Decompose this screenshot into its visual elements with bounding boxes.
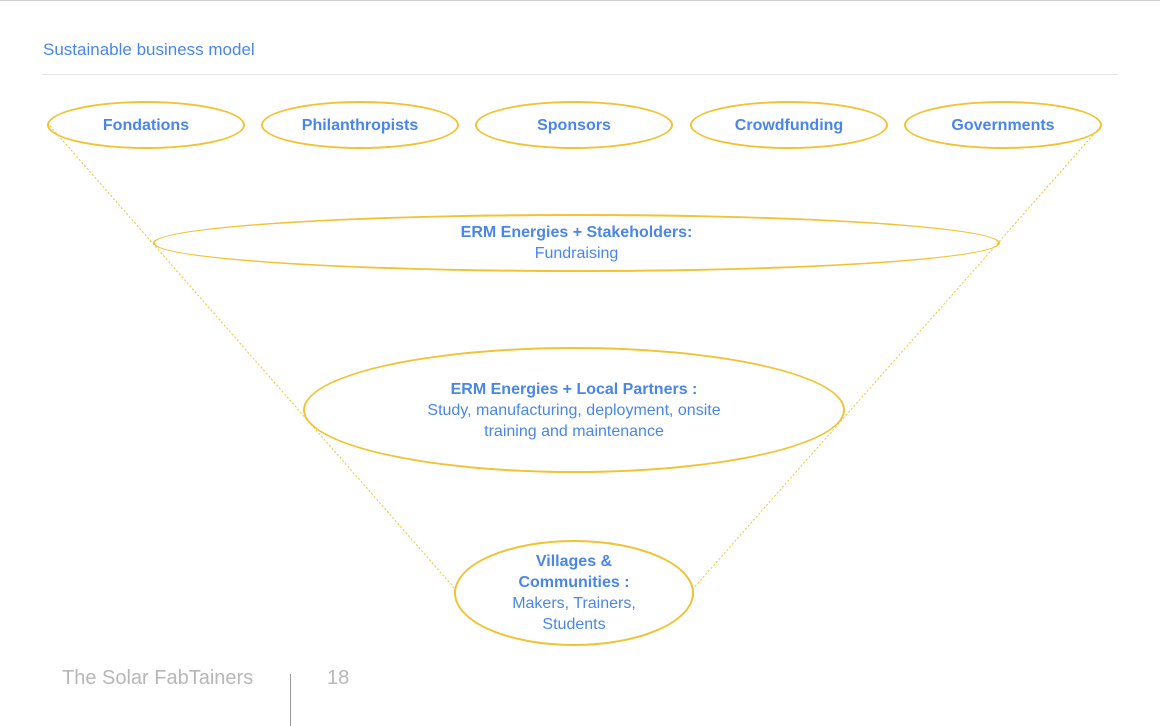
footer-divider	[290, 674, 291, 726]
stage-text: Makers, Trainers, Students	[512, 595, 636, 633]
stage-text: Fundraising	[534, 245, 619, 262]
stage-heading: ERM Energies + Stakeholders:	[460, 224, 693, 241]
funnel-right-edge	[691, 125, 1102, 591]
stage-local-partners: ERM Energies + Local Partners : Study, m…	[303, 347, 845, 473]
stage-text: Study, manufacturing, deployment, onsite…	[427, 401, 721, 440]
funder-label: Governments	[951, 116, 1055, 134]
funder-crowdfunding: Crowdfunding	[690, 101, 888, 149]
funder-philanthropists: Philanthropists	[261, 101, 459, 149]
stage-stakeholders: ERM Energies + Stakeholders: Fundraising	[153, 214, 1000, 272]
stage-heading: Villages & Communities :	[518, 553, 630, 591]
title-divider	[42, 74, 1118, 75]
funnel-left-edge	[49, 125, 457, 591]
funder-label: Crowdfunding	[734, 116, 844, 134]
funder-governments: Governments	[904, 101, 1102, 149]
page-title: Sustainable business model	[43, 40, 255, 59]
funder-label: Sponsors	[537, 116, 611, 134]
funder-sponsors: Sponsors	[475, 101, 673, 149]
funder-label: Philanthropists	[301, 116, 419, 134]
stage-heading: ERM Energies + Local Partners :	[450, 380, 698, 398]
funder-fondations: Fondations	[47, 101, 245, 149]
footer-brand: The Solar FabTainers	[62, 667, 254, 689]
page-number: 18	[327, 667, 350, 689]
funder-label: Fondations	[102, 116, 190, 134]
stage-villages-communities: Villages & Communities : Makers, Trainer…	[454, 540, 694, 646]
top-border	[0, 0, 1160, 1]
